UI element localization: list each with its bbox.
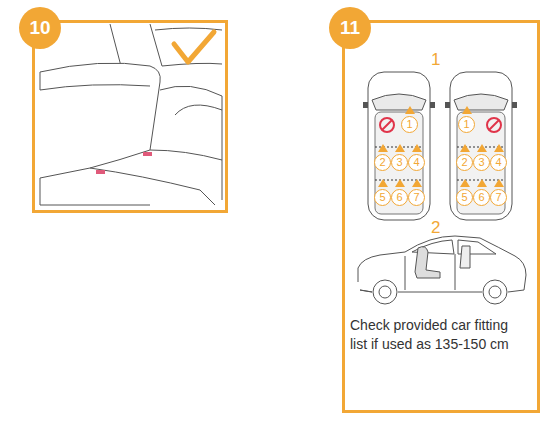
direction-arrow xyxy=(395,179,405,187)
seat-position-number: 5 xyxy=(456,189,473,206)
direction-arrow xyxy=(462,106,472,114)
seat-position-number: 7 xyxy=(490,189,507,206)
direction-arrow xyxy=(477,144,487,152)
seat-position-number: 4 xyxy=(408,154,425,171)
option-number: 1 xyxy=(431,50,440,70)
seat-position-number: 1 xyxy=(458,116,475,133)
seat-position-number: 2 xyxy=(374,154,391,171)
seat-position-number: 1 xyxy=(401,116,418,133)
direction-arrow xyxy=(378,144,388,152)
check-mark xyxy=(174,32,214,62)
seat-position-number: 7 xyxy=(408,189,425,206)
step-number: 11 xyxy=(329,7,371,49)
car-top-view xyxy=(445,72,517,220)
seat-position-number: 2 xyxy=(456,154,473,171)
direction-arrow xyxy=(460,144,470,152)
car-seat xyxy=(40,24,222,205)
step-number: 10 xyxy=(19,7,61,49)
direction-arrows xyxy=(378,106,504,187)
direction-arrow xyxy=(477,179,487,187)
prohibited-sign xyxy=(380,118,501,132)
direction-arrow xyxy=(405,106,415,114)
direction-arrow xyxy=(378,179,388,187)
seat-position-number: 6 xyxy=(473,189,490,206)
step-panel: 10 xyxy=(32,20,228,213)
car-top-view xyxy=(363,72,435,220)
seat-position-number: 4 xyxy=(490,154,507,171)
direction-arrow xyxy=(460,179,470,187)
anchor-mark xyxy=(143,152,152,156)
direction-arrow xyxy=(494,144,504,152)
seat-position-number: 5 xyxy=(374,189,391,206)
seat-position-number: 6 xyxy=(391,189,408,206)
direction-arrow xyxy=(494,179,504,187)
step-panel: 11 xyxy=(342,20,540,413)
fitting-note: Check provided car fitting list if used … xyxy=(350,316,525,354)
car-side-view xyxy=(358,236,526,304)
direction-arrow xyxy=(412,144,422,152)
anchor-mark xyxy=(96,170,105,174)
seat-position-number: 3 xyxy=(473,154,490,171)
direction-arrow xyxy=(412,179,422,187)
direction-arrow xyxy=(395,144,405,152)
seat-position-number: 3 xyxy=(391,154,408,171)
option-number: 2 xyxy=(431,218,440,238)
